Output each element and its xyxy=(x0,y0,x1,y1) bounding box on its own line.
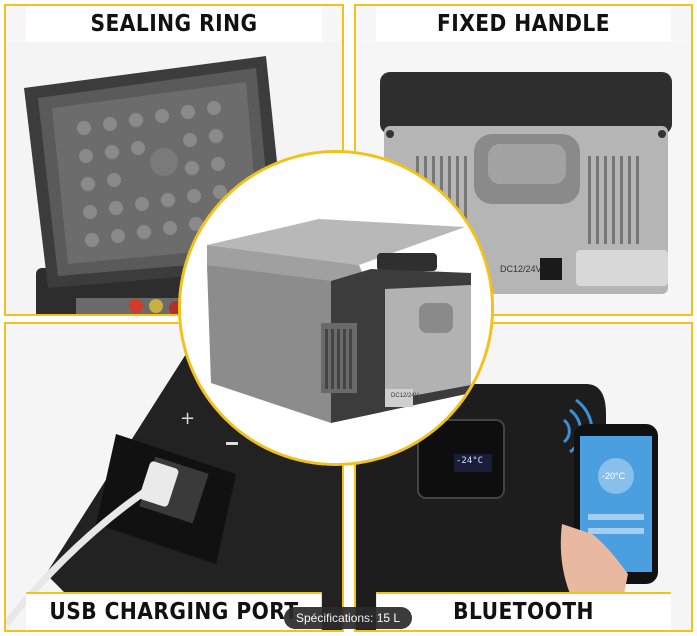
panel-title-fixed-handle: FIXED HANDLE xyxy=(376,6,671,44)
center-product-circle: DC12/24V xyxy=(178,150,494,466)
panel-title-usb-charging-port: USB CHARGING PORT xyxy=(26,592,322,630)
specifications-pill[interactable]: Spécifications: 15 L xyxy=(284,607,413,629)
center-voltage-label: DC12/24V xyxy=(391,393,419,399)
fixed-handle-voltage-label: DC12/24V xyxy=(500,264,542,274)
panel-title-bluetooth-connection: BLUETOOTH CONNECTION xyxy=(376,592,671,630)
center-cooler-image xyxy=(181,153,491,463)
panel-title-sealing-ring: SEALING RING xyxy=(26,6,322,44)
bluetooth-phone-temp: -20°C xyxy=(602,471,626,481)
